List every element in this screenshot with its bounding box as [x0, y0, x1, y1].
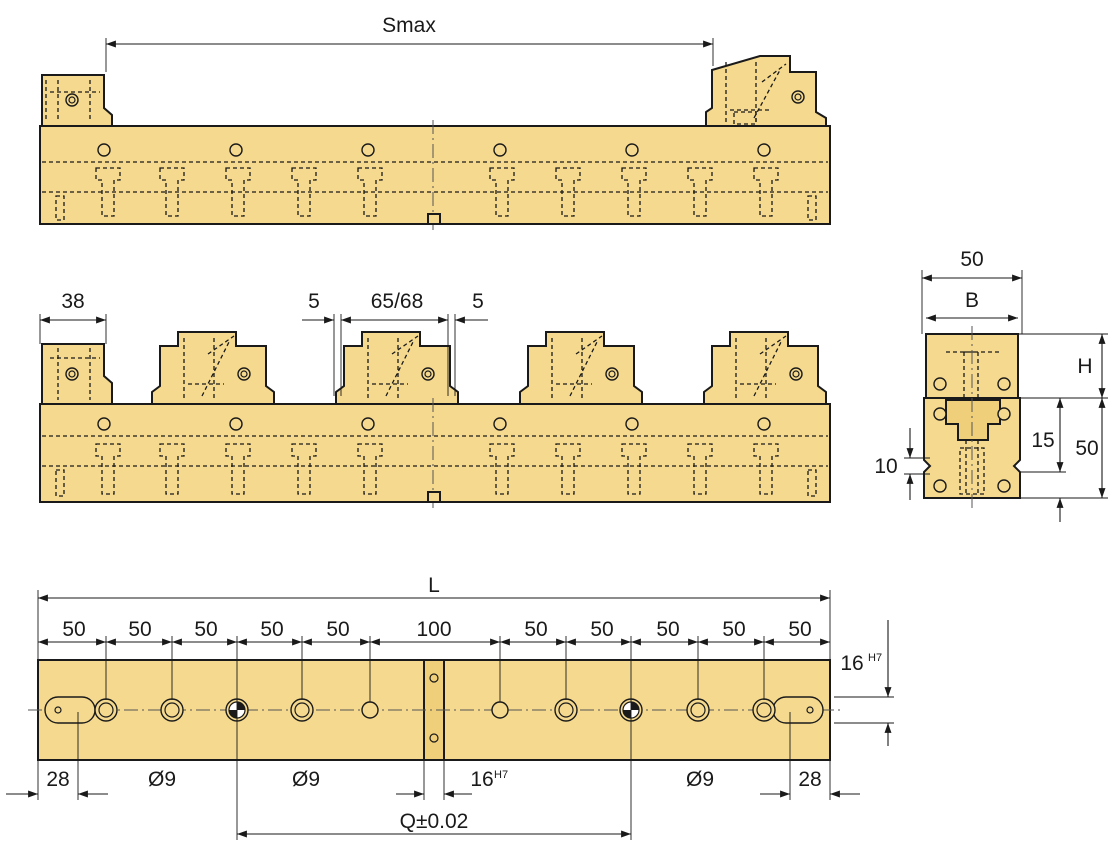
q-tolerance-label: Q±0.02	[400, 810, 469, 833]
pitch-label: 50	[788, 618, 811, 641]
diameter-label: Ø9	[148, 768, 176, 791]
dim-b-label: B	[965, 289, 979, 312]
pitch-label: 50	[128, 618, 151, 641]
view-elevation-multi-jaw: 38 5 65/68 5	[39, 290, 831, 510]
dim-50-top-label: 50	[960, 248, 983, 271]
pitch-label: 50	[656, 618, 679, 641]
smax-label: Smax	[382, 14, 436, 37]
pitch-label: 50	[62, 618, 85, 641]
dim-15-label: 15	[1031, 429, 1054, 452]
slot-16-sup: H7	[494, 769, 508, 781]
diameter-label: Ø9	[292, 768, 320, 791]
pitch-label: 50	[194, 618, 217, 641]
view-plan: L 50 50	[6, 574, 894, 840]
dim-28-left-label: 28	[46, 768, 69, 791]
dim-28-right-label: 28	[798, 768, 821, 791]
dim-65-68-label: 65/68	[371, 290, 424, 313]
diameter-label: Ø9	[686, 768, 714, 791]
dim-5-left-label: 5	[308, 290, 320, 313]
tol-16-sup: H7	[868, 652, 882, 664]
dim-10-label: 10	[874, 455, 897, 478]
pitch-label: 50	[590, 618, 613, 641]
tol-16-label: 16	[840, 652, 863, 675]
view-side-section: 50 B H 50 15 10	[874, 248, 1108, 522]
view-elevation-smax: Smax	[39, 14, 831, 232]
dim-50-right-label: 50	[1075, 437, 1098, 460]
slot-16-label: 16	[470, 768, 493, 791]
dim-l-label: L	[428, 574, 440, 597]
pitch-label: 50	[524, 618, 547, 641]
dim-38-label: 38	[61, 290, 84, 313]
dim-5-right-label: 5	[472, 290, 484, 313]
pitch-label: 100	[416, 618, 451, 641]
pitch-label: 50	[722, 618, 745, 641]
pitch-label: 50	[260, 618, 283, 641]
dim-h-label: H	[1077, 355, 1092, 378]
pitch-label: 50	[326, 618, 349, 641]
